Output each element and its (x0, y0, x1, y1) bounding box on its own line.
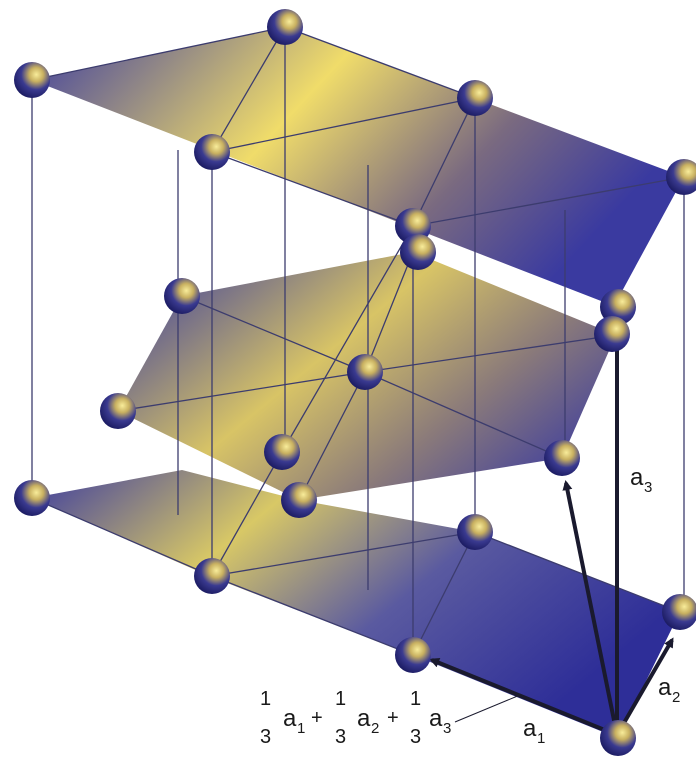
top-basal-plane (32, 27, 684, 306)
atom (600, 289, 636, 325)
atom (347, 354, 383, 390)
atom (544, 440, 580, 476)
atom (457, 80, 493, 116)
label-a2: a 2 (658, 674, 680, 706)
sum-expression: 1 3 a 1 + 1 3 a 2 + 1 3 a 3 (260, 688, 451, 748)
atom (14, 62, 50, 98)
frac-den-1: 3 (260, 726, 271, 748)
vector-sum (562, 480, 619, 736)
frac-num-3: 1 (410, 688, 421, 710)
frac-num-2: 1 (335, 688, 346, 710)
label-leader-line (454, 694, 521, 723)
term-3-main: a (429, 705, 443, 732)
label-a3-main: a (630, 464, 644, 491)
atom (264, 434, 300, 470)
label-a3-sub: 3 (644, 479, 652, 496)
term-1-op: + (311, 707, 323, 729)
term-2-main: a (357, 705, 371, 732)
term-1-sub: 1 (297, 720, 305, 737)
atom (662, 594, 696, 630)
bottom-basal-plane (32, 470, 680, 738)
atom (666, 159, 696, 195)
atom (457, 514, 493, 550)
atom (100, 393, 136, 429)
label-a2-sub: 2 (672, 689, 680, 706)
label-a2-main: a (658, 674, 672, 701)
label-a3: a 3 (630, 464, 652, 496)
atom (194, 558, 230, 594)
atom (600, 720, 636, 756)
frac-den-2: 3 (335, 726, 346, 748)
atom (164, 278, 200, 314)
atoms (14, 9, 696, 756)
vector-a2 (615, 637, 674, 737)
atom (14, 480, 50, 516)
term-2-sub: 2 (371, 720, 379, 737)
term-3-sub: 3 (443, 720, 451, 737)
lattice-vectors (429, 327, 674, 737)
frac-den-3: 3 (410, 726, 421, 748)
vector-a1 (429, 657, 618, 737)
atom (194, 134, 230, 170)
label-a1-sub: 1 (537, 730, 545, 747)
label-a1-main: a (523, 715, 537, 742)
term-1-main: a (283, 705, 297, 732)
frac-num-1: 1 (260, 688, 271, 710)
atom (267, 9, 303, 45)
atom (400, 234, 436, 270)
term-2-op: + (387, 707, 399, 729)
label-a1: a 1 (523, 715, 545, 747)
atom (594, 316, 630, 352)
atom (281, 482, 317, 518)
atom (395, 637, 431, 673)
